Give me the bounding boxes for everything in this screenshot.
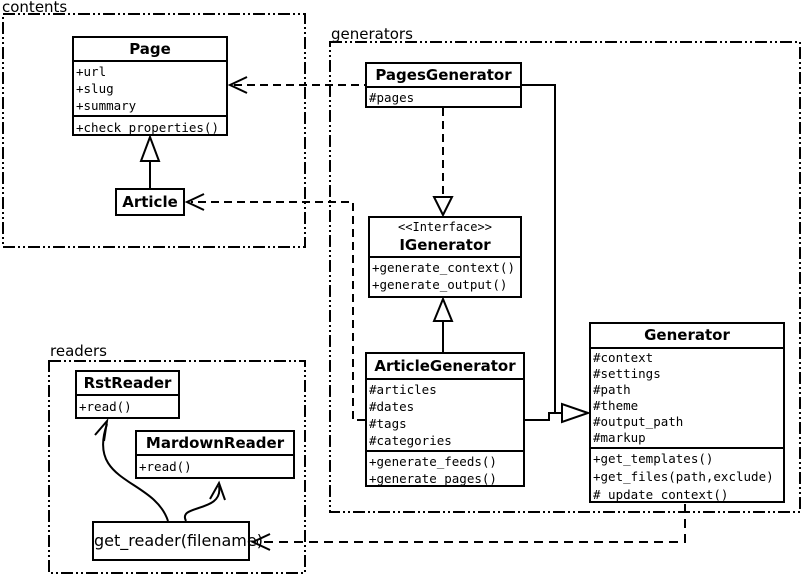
class-rstreader-title: RstReader [83, 374, 172, 392]
generators-package-border [329, 41, 801, 513]
method: +get_templates() [593, 451, 714, 466]
interface-stereotype: <<Interface>> [398, 220, 492, 234]
method: +get_files(path,exclude) [593, 469, 774, 484]
realization-triangle-icon [432, 196, 454, 218]
class-articlegenerator-title: ArticleGenerator [374, 357, 516, 375]
get-reader-function-box: get_reader(filename) [92, 521, 263, 561]
generalization-triangle-icon [561, 402, 592, 424]
class-page-title: Page [129, 40, 171, 58]
attribute: #path [593, 382, 631, 397]
class-mardownreader-title: MardownReader [145, 434, 285, 452]
class-generator: Generator #context #settings #path #them… [589, 322, 785, 503]
open-arrow-icon [94, 417, 109, 442]
class-page-methods: +check_properties() [74, 115, 226, 138]
attribute: #settings [593, 366, 661, 381]
method: +read() [139, 459, 192, 474]
class-pagesgenerator-attributes: #pages [367, 86, 520, 107]
method: +generate_context() [372, 260, 515, 275]
attribute: #output_path [593, 414, 684, 429]
edge-articlegenerator-uses-article [191, 201, 365, 421]
attribute: +slug [76, 81, 114, 96]
attribute: #markup [593, 430, 646, 445]
open-arrow-icon [209, 480, 226, 501]
attribute: #categories [369, 433, 452, 448]
method: +generate_feeds() [369, 454, 497, 469]
class-page: Page +url +slug +summary +check_properti… [72, 36, 228, 136]
edge-generator-uses-getreader [257, 504, 686, 543]
class-mardownreader: MardownReader +read() [135, 430, 295, 479]
class-article-title: Article [122, 193, 178, 211]
class-igenerator-title: IGenerator [399, 236, 491, 254]
attribute: #articles [369, 382, 437, 397]
attribute: #tags [369, 416, 407, 431]
readers-package-label: readers [50, 342, 107, 360]
class-igenerator-methods: +generate_context() +generate_output() [370, 256, 520, 294]
attribute: #pages [369, 90, 415, 105]
class-articlegenerator-attributes: #articles #dates #tags #categories [367, 378, 523, 450]
class-igenerator: <<Interface>> IGenerator +generate_conte… [368, 216, 522, 298]
class-articlegenerator-methods: +generate_feeds() +generate_pages() [367, 450, 523, 488]
method: +read() [79, 399, 132, 414]
class-generator-methods: +get_templates() +get_files(path,exclude… [591, 447, 783, 505]
open-arrow-icon [184, 193, 205, 211]
edge-getreader-to-mardownreader [183, 485, 221, 522]
class-rstreader: RstReader +read() [75, 370, 180, 419]
class-igenerator-header: <<Interface>> IGenerator [370, 218, 520, 256]
method: #_update_context() [593, 487, 729, 502]
class-rstreader-methods: +read() [77, 394, 178, 417]
attribute: #dates [369, 399, 415, 414]
generators-package-label: generators [331, 25, 413, 43]
method: +check_properties() [76, 120, 219, 135]
contents-package-label: contents [2, 0, 68, 16]
attribute: #theme [593, 398, 639, 413]
open-arrow-icon [250, 533, 271, 551]
edge-pagesgenerator-extends-generator [522, 84, 561, 414]
class-generator-title: Generator [644, 326, 730, 344]
class-page-attributes: +url +slug +summary [74, 60, 226, 115]
method: +generate_output() [372, 277, 508, 292]
generalization-triangle-icon [139, 134, 161, 162]
method: +generate_pages() [369, 471, 497, 486]
class-mardownreader-methods: +read() [137, 454, 293, 477]
edge-articlegenerator-extends-generator [525, 412, 561, 421]
open-arrow-icon [227, 76, 248, 94]
attribute: +url [76, 64, 107, 79]
class-pagesgenerator: PagesGenerator #pages [365, 62, 522, 108]
edge-getreader-to-rstreader [102, 423, 169, 522]
attribute: +summary [76, 98, 137, 113]
readers-package-border [48, 360, 306, 574]
generalization-triangle-icon [432, 296, 454, 322]
class-articlegenerator: ArticleGenerator #articles #dates #tags … [365, 352, 525, 487]
attribute: #context [593, 350, 654, 365]
class-article: Article [115, 188, 185, 216]
contents-package-border [2, 13, 306, 248]
class-generator-attributes: #context #settings #path #theme #output_… [591, 347, 783, 447]
class-pagesgenerator-title: PagesGenerator [375, 66, 512, 84]
